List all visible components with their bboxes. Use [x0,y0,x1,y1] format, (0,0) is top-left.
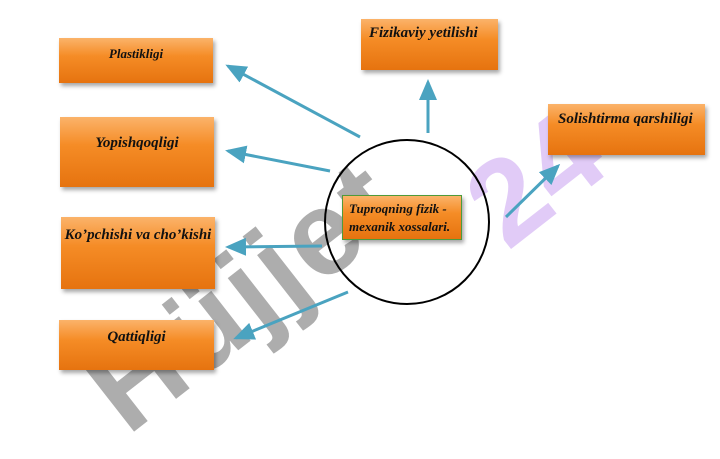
node-qattiqligi: Qattiqligi [59,320,214,370]
center-node: Tuproqning fizik - mexanik xossalari. [342,195,462,240]
arrow-to-yopishqoqligi [225,145,331,173]
node-solishtirma-qarshiligi: Solishtirma qarshiligi [548,104,705,155]
arrow-to-plastikligi [225,64,361,139]
node-fizikaviy-yetilishi: Fizikaviy yetilishi [361,19,498,70]
arrow-to-kopchishi [225,237,323,256]
arrow-to-solishtirma [504,163,561,219]
arrow-to-qattiqligi [233,290,349,340]
node-plastikligi: Plastikligi [59,38,213,83]
diagram-connectors [225,64,561,340]
node-kopchishi: Ko’pchishi va cho’kishi [61,217,215,289]
node-yopishqoqligi: Yopishqoqligi [60,117,214,187]
center-circle [324,139,490,305]
